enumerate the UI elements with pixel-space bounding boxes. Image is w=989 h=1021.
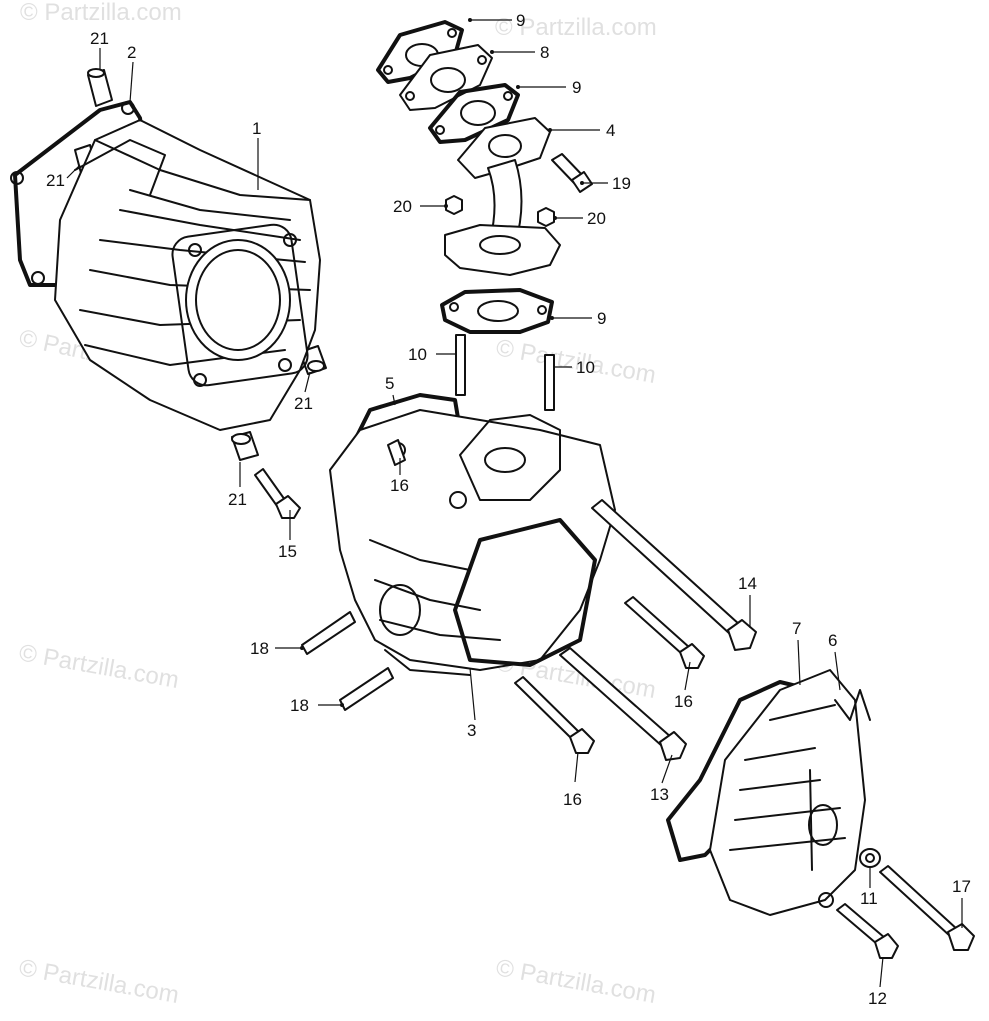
part-8-insulator [399,44,493,111]
part-11-washer [859,848,881,868]
watermark-text: © Partzilla.com [495,14,657,41]
callout-16: 16 [674,692,693,711]
part-12-bolt [836,903,899,959]
callout-21: 21 [294,394,313,413]
part-6-cylinder-head-cover [709,669,871,916]
callout-1: 1 [252,119,261,138]
watermark-text: © Partzilla.com [17,639,181,694]
part-17-bolt [879,865,975,951]
part-3-cylinder-head [329,409,616,676]
callout-16: 16 [390,476,409,495]
callout-10: 10 [408,345,427,364]
callout-17: 17 [952,877,971,896]
callout-7: 7 [792,619,801,638]
callout-21: 21 [90,29,109,48]
callout-21: 21 [228,490,247,509]
callout-6: 6 [828,631,837,650]
part-16-bolts [387,439,705,754]
callout-13: 13 [650,785,669,804]
callout-9: 9 [516,11,525,30]
part-9-gasket-bottom [440,288,554,334]
part-18-studs [301,611,394,711]
callout-18: 18 [290,696,309,715]
callout-5: 5 [385,374,394,393]
callout-18: 18 [250,639,269,658]
callout-8: 8 [540,43,549,62]
callout-12: 12 [868,989,887,1008]
callout-15: 15 [278,542,297,561]
callout-10: 10 [576,358,595,377]
callout-9: 9 [597,309,606,328]
callout-20: 20 [393,197,412,216]
watermark-text: © Partzilla.com [17,954,181,1009]
part-4-intake-pipe [444,117,561,276]
part-20-nuts [445,195,555,227]
part-13-bolt [559,647,687,761]
part-1-cylinder [54,119,321,431]
callout-16: 16 [563,790,582,809]
callout-21: 21 [46,171,65,190]
part-10-studs [455,334,555,411]
callout-14: 14 [738,574,757,593]
watermark-text: © Partzilla.com [20,0,182,26]
part-19-bolt [551,153,593,193]
callout-3: 3 [467,721,476,740]
callout-labels: 21 2 1 21 21 21 15 9 8 9 4 19 20 20 9 10… [46,11,971,1008]
watermark-text: © Partzilla.com [494,954,658,1009]
callout-2: 2 [127,43,136,62]
callout-19: 19 [612,174,631,193]
callout-9: 9 [572,78,581,97]
callout-4: 4 [606,121,615,140]
part-15-bolt [254,468,301,519]
leader-lines [66,19,963,988]
leader-dots [300,18,584,707]
callout-20: 20 [587,209,606,228]
callout-11: 11 [860,889,878,908]
part-14-bolt [591,499,757,651]
part-9-gasket-middle [428,83,520,144]
